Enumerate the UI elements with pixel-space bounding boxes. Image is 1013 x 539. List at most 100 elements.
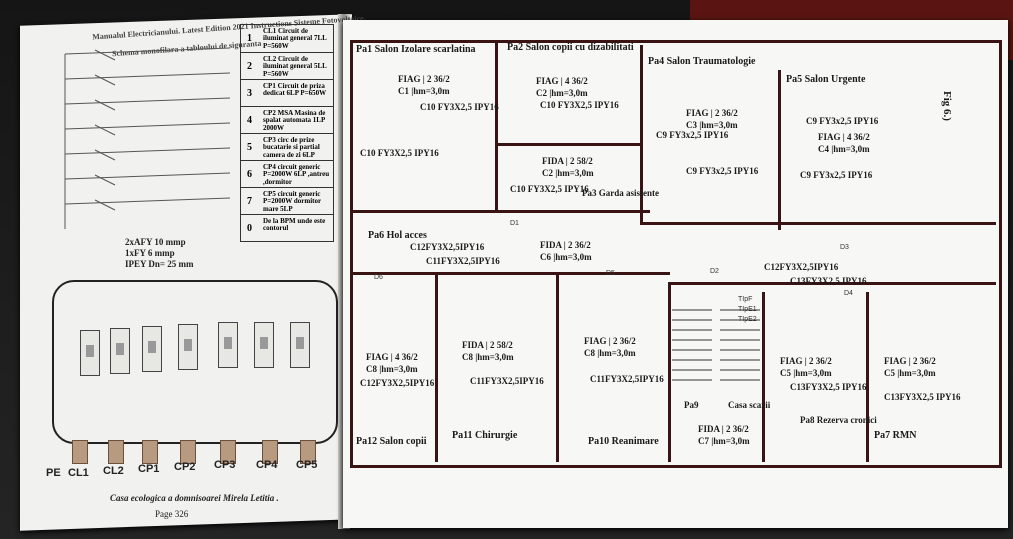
breaker-icon [290, 322, 310, 368]
left-caption: Casa ecologica a domnisoarei Mirela Leti… [110, 493, 279, 503]
terminal-label: CP5 [296, 459, 318, 471]
cable-label: C9 FY3x2,5 IPY16 [806, 116, 879, 126]
room-name: Pa5 Salon Urgente [786, 74, 866, 85]
circuit-row: 6 CP4 circuit generic P=2000W 6LP ,antre… [241, 160, 333, 188]
circuit-number: 7 [247, 196, 252, 207]
fixture-label: C8 |hm=3,0m [366, 364, 418, 374]
wall [670, 282, 996, 285]
terminal-label: CP3 [214, 459, 236, 471]
room-name: Pa6 Hol acces [368, 230, 427, 241]
fixture-label: C8 |hm=3,0m [462, 352, 514, 362]
breaker-icon [80, 330, 100, 376]
wall [640, 222, 996, 225]
fixture-label: FIDA | 2 58/2 [542, 156, 593, 166]
circuit-description: CP3 circ de prize bucatarie si partial c… [263, 136, 320, 159]
cable-label: C9 FY3x2,5 IPY16 [800, 170, 873, 180]
room-name: Pa7 RMN [874, 430, 917, 441]
cable-label: C10 FY3X2,5 IPY16 [360, 148, 439, 158]
feed-note: IPEY Dn= 25 mm [125, 259, 194, 269]
terminal-block-icon [180, 440, 196, 464]
terminal-block-icon [220, 440, 236, 464]
cable-label: C12FY3X2,5IPY16 [410, 242, 485, 252]
circuit-description: CP5 circuit generic P=2000W dormitor mar… [263, 190, 321, 213]
circuit-description: CP2 MSA Masina de spalat automata 1LP 20… [263, 109, 326, 132]
room-name: Casa scarii [728, 400, 771, 410]
fixture-label: C7 |hm=3,0m [698, 436, 750, 446]
wall [762, 292, 765, 462]
wall [495, 40, 498, 210]
fixture-label: FIAG | 4 36/2 [536, 76, 588, 86]
terminal-label: CL2 [103, 465, 124, 477]
door-tag: D5 [606, 270, 615, 277]
circuit-row: 4 CP2 MSA Masina de spalat automata 1LP … [241, 106, 333, 134]
door-tag: D2 [710, 268, 719, 275]
circuit-number: 2 [247, 61, 252, 72]
fixture-label: FIAG | 2 36/2 [398, 74, 450, 84]
feed-note: 1xFY 6 mmp [125, 248, 175, 258]
fixture-label: C3 |hm=3,0m [686, 120, 738, 130]
breaker-icon [110, 328, 130, 374]
circuit-number: 0 [247, 223, 252, 234]
fixture-label: FIAG | 4 36/2 [818, 132, 870, 142]
staircase-drawing [672, 309, 760, 381]
cable-label: C13FY3X2,5 IPY16 [790, 276, 867, 286]
circuit-description: CP1 Circuit de priza dedicat 6LP P=650W [263, 82, 327, 98]
room-name: Pa4 Salon Traumatologie [648, 56, 756, 67]
wall [350, 210, 650, 213]
room-name: Pa11 Chirurgie [452, 430, 518, 441]
circuit-row: 3 CP1 Circuit de priza dedicat 6LP P=650… [241, 79, 333, 107]
terminal-block-icon [262, 440, 278, 464]
terminal-label: CP1 [138, 463, 160, 475]
cable-label: C11FY3X2,5IPY16 [470, 376, 544, 386]
circuit-row: 5 CP3 circ de prize bucatarie si partial… [241, 133, 333, 161]
terminal-block-icon [300, 440, 316, 464]
fixture-label: FIDA | 2 58/2 [462, 340, 513, 350]
fixture-label: FIAG | 2 36/2 [584, 336, 636, 346]
cable-label: C11FY3X2,5IPY16 [590, 374, 664, 384]
circuit-number: 5 [247, 142, 252, 153]
circuit-description: CL2 Circuit de iluminat general 5LL P=56… [263, 55, 327, 78]
terminal-label: CP2 [174, 461, 196, 473]
circuit-table: 1 CL1 Circuit de iluminat general 7LL P=… [240, 24, 334, 242]
cable-label: C10 FY3X2,5 IPY16 [540, 100, 619, 110]
terminal-block-icon [108, 440, 124, 464]
circuit-number: 3 [247, 88, 252, 99]
door-tag: D3 [840, 244, 849, 251]
cable-label: C9 FY3x2,5 IPY16 [686, 166, 759, 176]
terminal-label: CL1 [68, 467, 89, 479]
breaker-icon [142, 326, 162, 372]
circuit-description: CL1 Circuit de iluminat general 7LL P=56… [263, 27, 327, 50]
wall [556, 272, 559, 462]
circuit-description: CP4 circuit generic P=2000W 6LP ,antreu … [263, 163, 330, 186]
fixture-label: FIDA | 2 36/2 [540, 240, 591, 250]
terminal-block-icon [72, 440, 88, 464]
wall [640, 45, 643, 223]
fixture-label: FIDA | 2 36/2 [698, 424, 749, 434]
fixture-label: C5 |hm=3,0m [780, 368, 832, 378]
circuit-number: 6 [247, 169, 252, 180]
cable-label: C11FY3X2,5IPY16 [426, 256, 500, 266]
panel-tag: TIpF [738, 296, 753, 303]
page-number: Page 326 [155, 509, 189, 519]
feed-note: 2xAFY 10 mmp [125, 237, 186, 247]
figure-label: Fig 6.) [940, 91, 953, 121]
fixture-label: C2 |hm=3,0m [536, 88, 588, 98]
circuit-description: De la BPM unde este contorul [263, 217, 326, 233]
circuit-row: 1 CL1 Circuit de iluminat general 7LL P=… [241, 25, 333, 52]
terminal-label: PE [46, 467, 61, 479]
fixture-label: C8 |hm=3,0m [584, 348, 636, 358]
fixture-label: FIAG | 2 36/2 [686, 108, 738, 118]
circuit-row: 2 CL2 Circuit de iluminat general 5LL P=… [241, 52, 333, 80]
room-name: Pa12 Salon copii [356, 436, 427, 447]
single-line-diagram [64, 47, 231, 229]
terminal-label: CP4 [256, 459, 278, 471]
fixture-label: C2 |hm=3,0m [542, 168, 594, 178]
wall [435, 272, 438, 462]
cable-label: C13FY3X2,5 IPY16 [790, 382, 867, 392]
room-name: Pa2 Salon copii cu dizabilitati [507, 42, 634, 53]
circuit-row: 0 De la BPM unde este contorul [241, 214, 333, 242]
door-tag: D1 [510, 220, 519, 227]
circuit-row: 7 CP5 circuit generic P=2000W dormitor m… [241, 187, 333, 215]
fixture-label: C5 |hm=3,0m [884, 368, 936, 378]
circuit-number: 4 [247, 115, 252, 126]
